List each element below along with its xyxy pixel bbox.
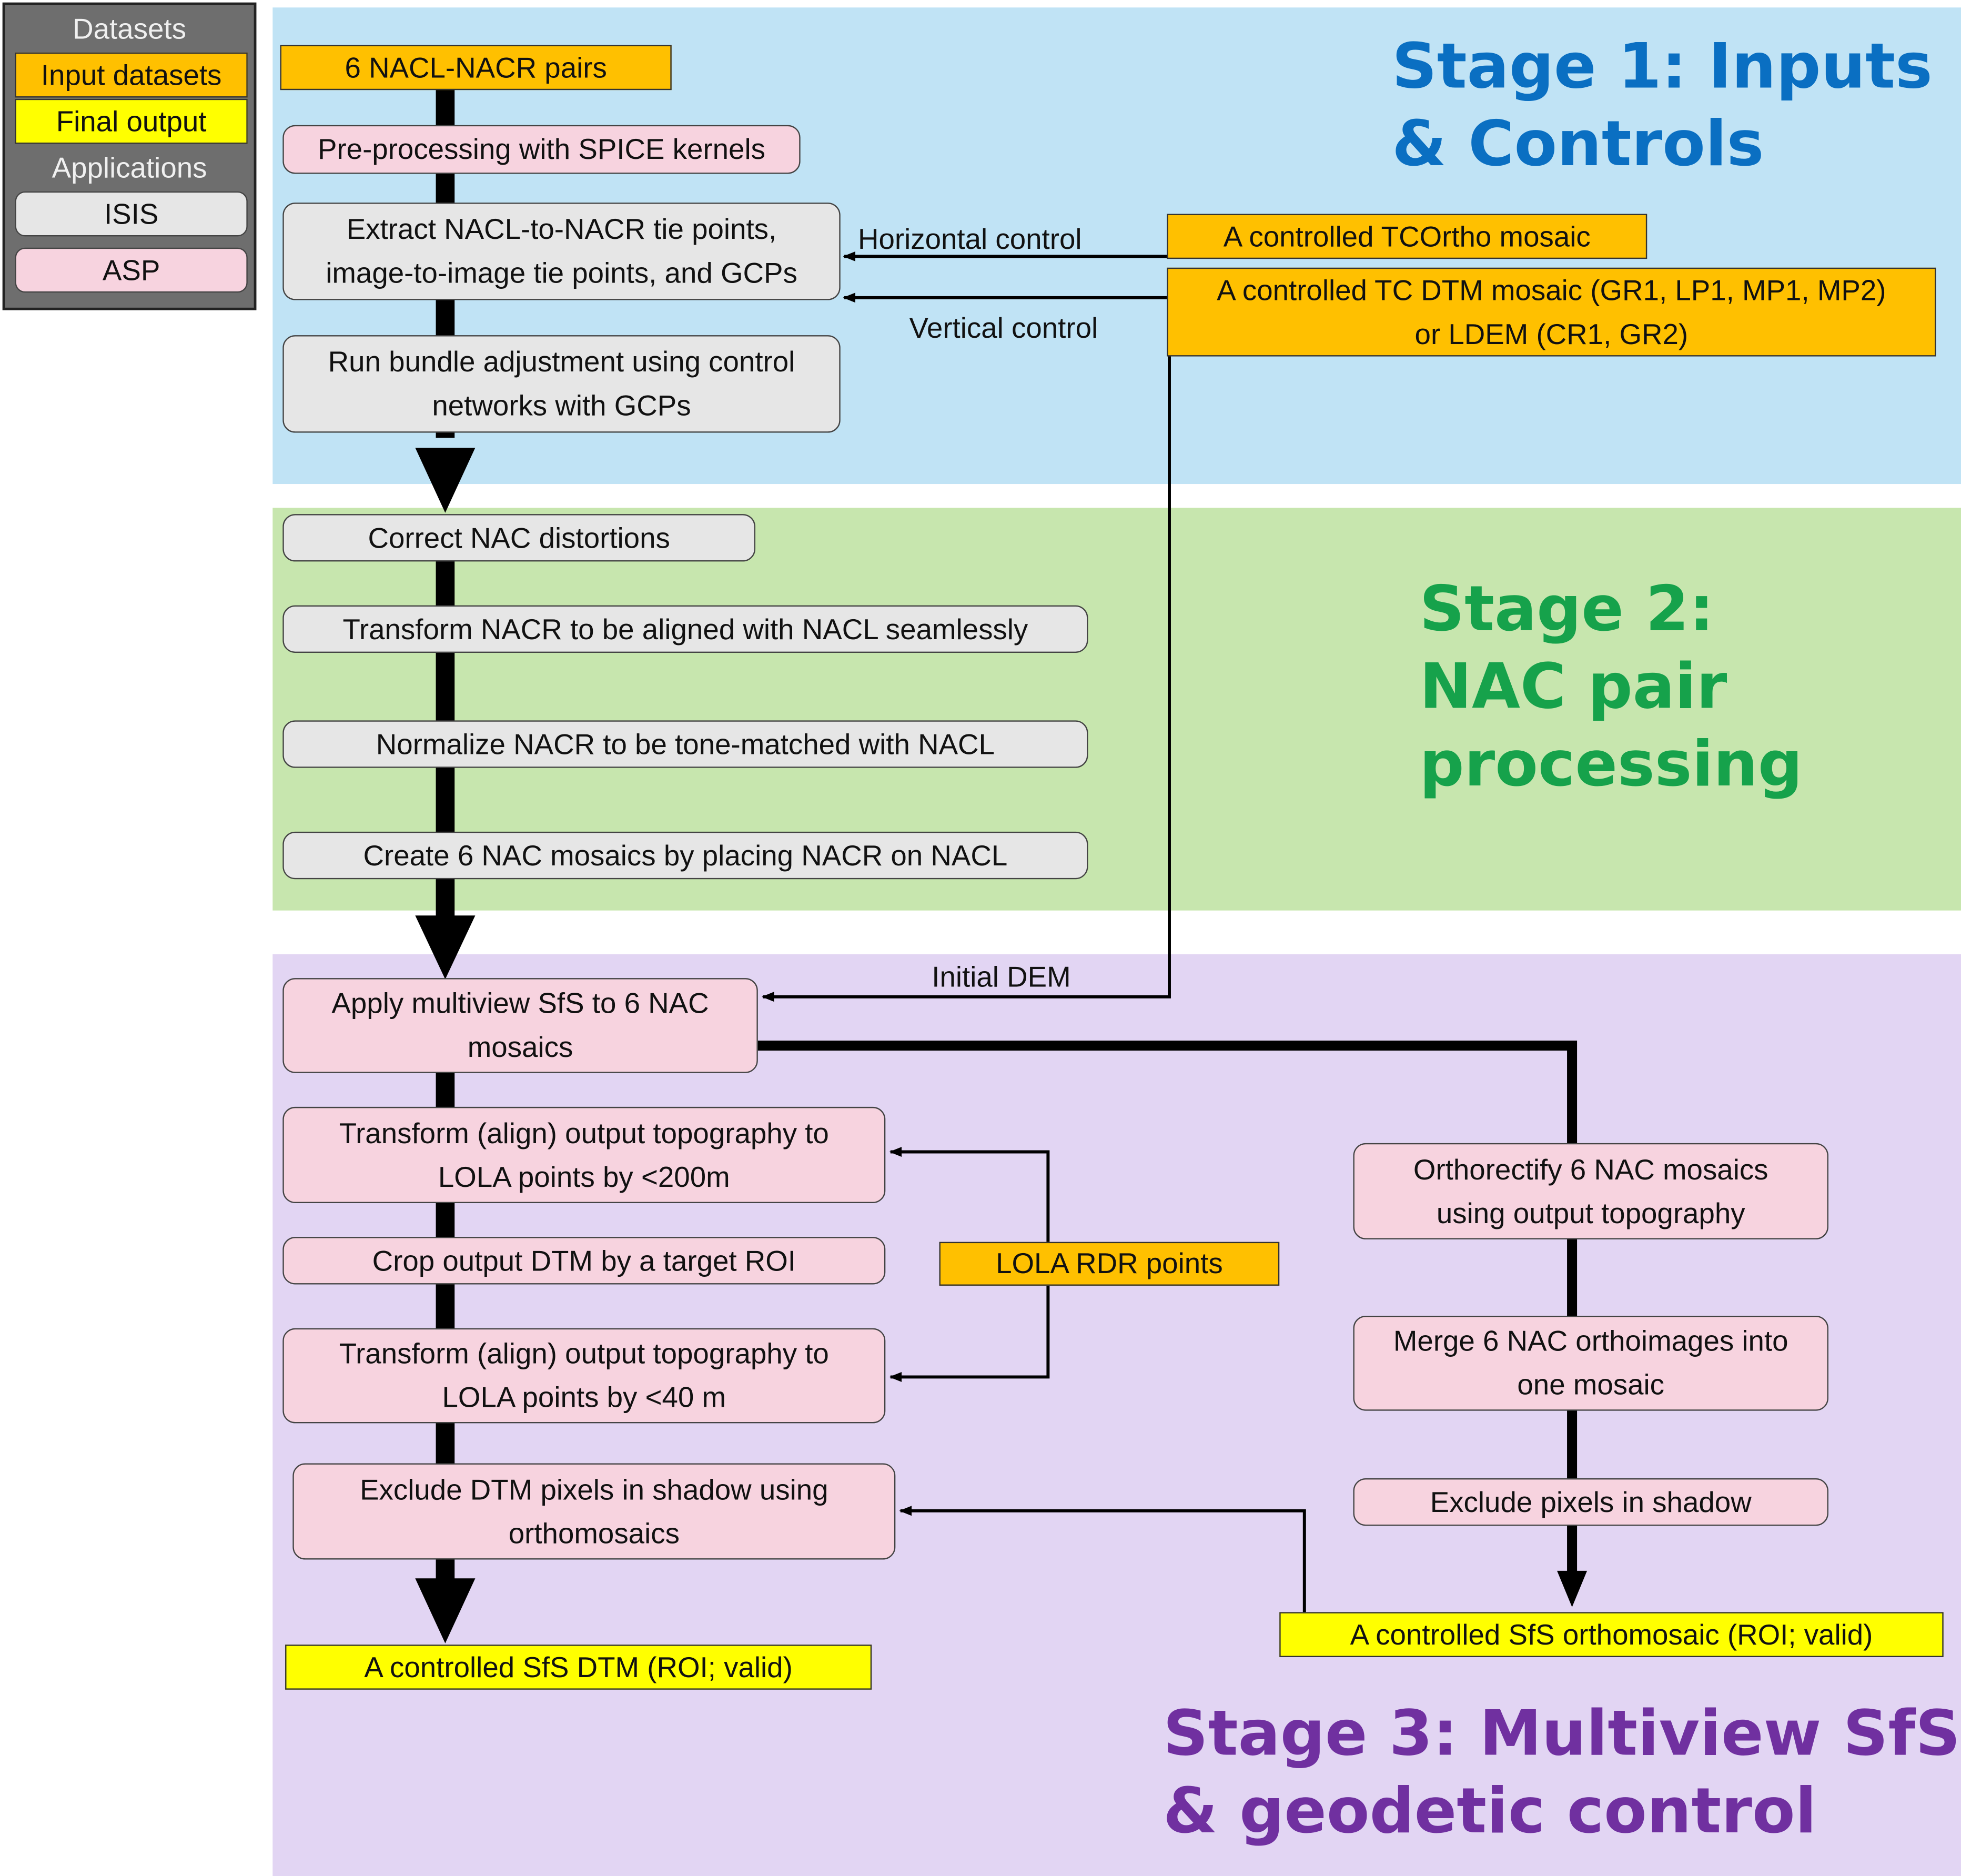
label-horizontal-control: Horizontal control [857, 223, 1082, 255]
node-transform-200m: Transform (align) output topography to L… [282, 1106, 886, 1203]
arrowhead-to-stage3 [415, 915, 476, 980]
node-transform-40m: Transform (align) output topography to L… [282, 1328, 886, 1424]
node-transform-nacr: Transform NACR to be aligned with NACL s… [282, 605, 1088, 653]
lola-to-40m-arrow [889, 1285, 1050, 1382]
arrowhead-to-stage2 [415, 448, 476, 513]
node-correct-distortions: Correct NAC distortions [282, 514, 756, 562]
node-apply-sfs: Apply multiview SfS to 6 NAC mosaics [282, 978, 758, 1073]
node-tcortho-mosaic: A controlled TCOrtho mosaic [1167, 214, 1647, 259]
branch-to-orthorectify [757, 1040, 1578, 1145]
stage3-title: Stage 3: Multiview SfS & geodetic contro… [1163, 1697, 1960, 1848]
node-lola-rdr: LOLA RDR points [939, 1242, 1280, 1286]
node-tc-dtm-mosaic: A controlled TC DTM mosaic (GR1, LP1, MP… [1167, 267, 1936, 357]
node-preprocessing: Pre-processing with SPICE kernels [282, 125, 801, 174]
arrowhead-to-sfs-ortho [1557, 1570, 1588, 1607]
node-sfs-dtm: A controlled SfS DTM (ROI; valid) [285, 1645, 872, 1690]
node-sfs-orthomosaic: A controlled SfS orthomosaic (ROI; valid… [1279, 1612, 1944, 1657]
legend-final-output: Final output [15, 98, 248, 144]
node-crop-dtm: Crop output DTM by a target ROI [282, 1237, 886, 1285]
node-bundle-adjustment: Run bundle adjustment using control netw… [282, 335, 841, 433]
node-create-mosaics: Create 6 NAC mosaics by placing NACR on … [282, 831, 1088, 880]
label-initial-dem: Initial DEM [932, 960, 1071, 993]
legend: Datasets Input datasets Final output App… [2, 2, 257, 310]
legend-applications-heading: Applications [52, 151, 207, 184]
ortho-to-exclude-arrow [899, 1506, 1306, 1612]
node-merge-orthoimages: Merge 6 NAC orthoimages into one mosaic [1353, 1315, 1828, 1411]
node-nac-pairs: 6 NACL-NACR pairs [280, 45, 672, 90]
node-orthorectify: Orthorectify 6 NAC mosaics using output … [1353, 1143, 1828, 1239]
node-normalize-nacr: Normalize NACR to be tone-matched with N… [282, 720, 1088, 768]
lola-to-200m-arrow [889, 1147, 1050, 1242]
legend-datasets-heading: Datasets [73, 12, 186, 45]
initial-dem-arrow [761, 356, 1171, 1002]
node-exclude-dtm-shadow: Exclude DTM pixels in shadow using ortho… [292, 1463, 896, 1560]
legend-asp: ASP [15, 247, 248, 293]
stage2-title: Stage 2: NAC pair processing [1419, 572, 1803, 801]
node-exclude-shadow: Exclude pixels in shadow [1353, 1478, 1828, 1526]
legend-isis: ISIS [15, 191, 248, 237]
node-extract-tie-points: Extract NACL-to-NACR tie points, image-t… [282, 203, 841, 300]
arrowhead-to-sfs-dtm [415, 1578, 476, 1643]
legend-input-datasets: Input datasets [15, 52, 248, 98]
stage1-title: Stage 1: Inputs & Controls [1392, 30, 1933, 180]
label-vertical-control: Vertical control [909, 311, 1098, 344]
